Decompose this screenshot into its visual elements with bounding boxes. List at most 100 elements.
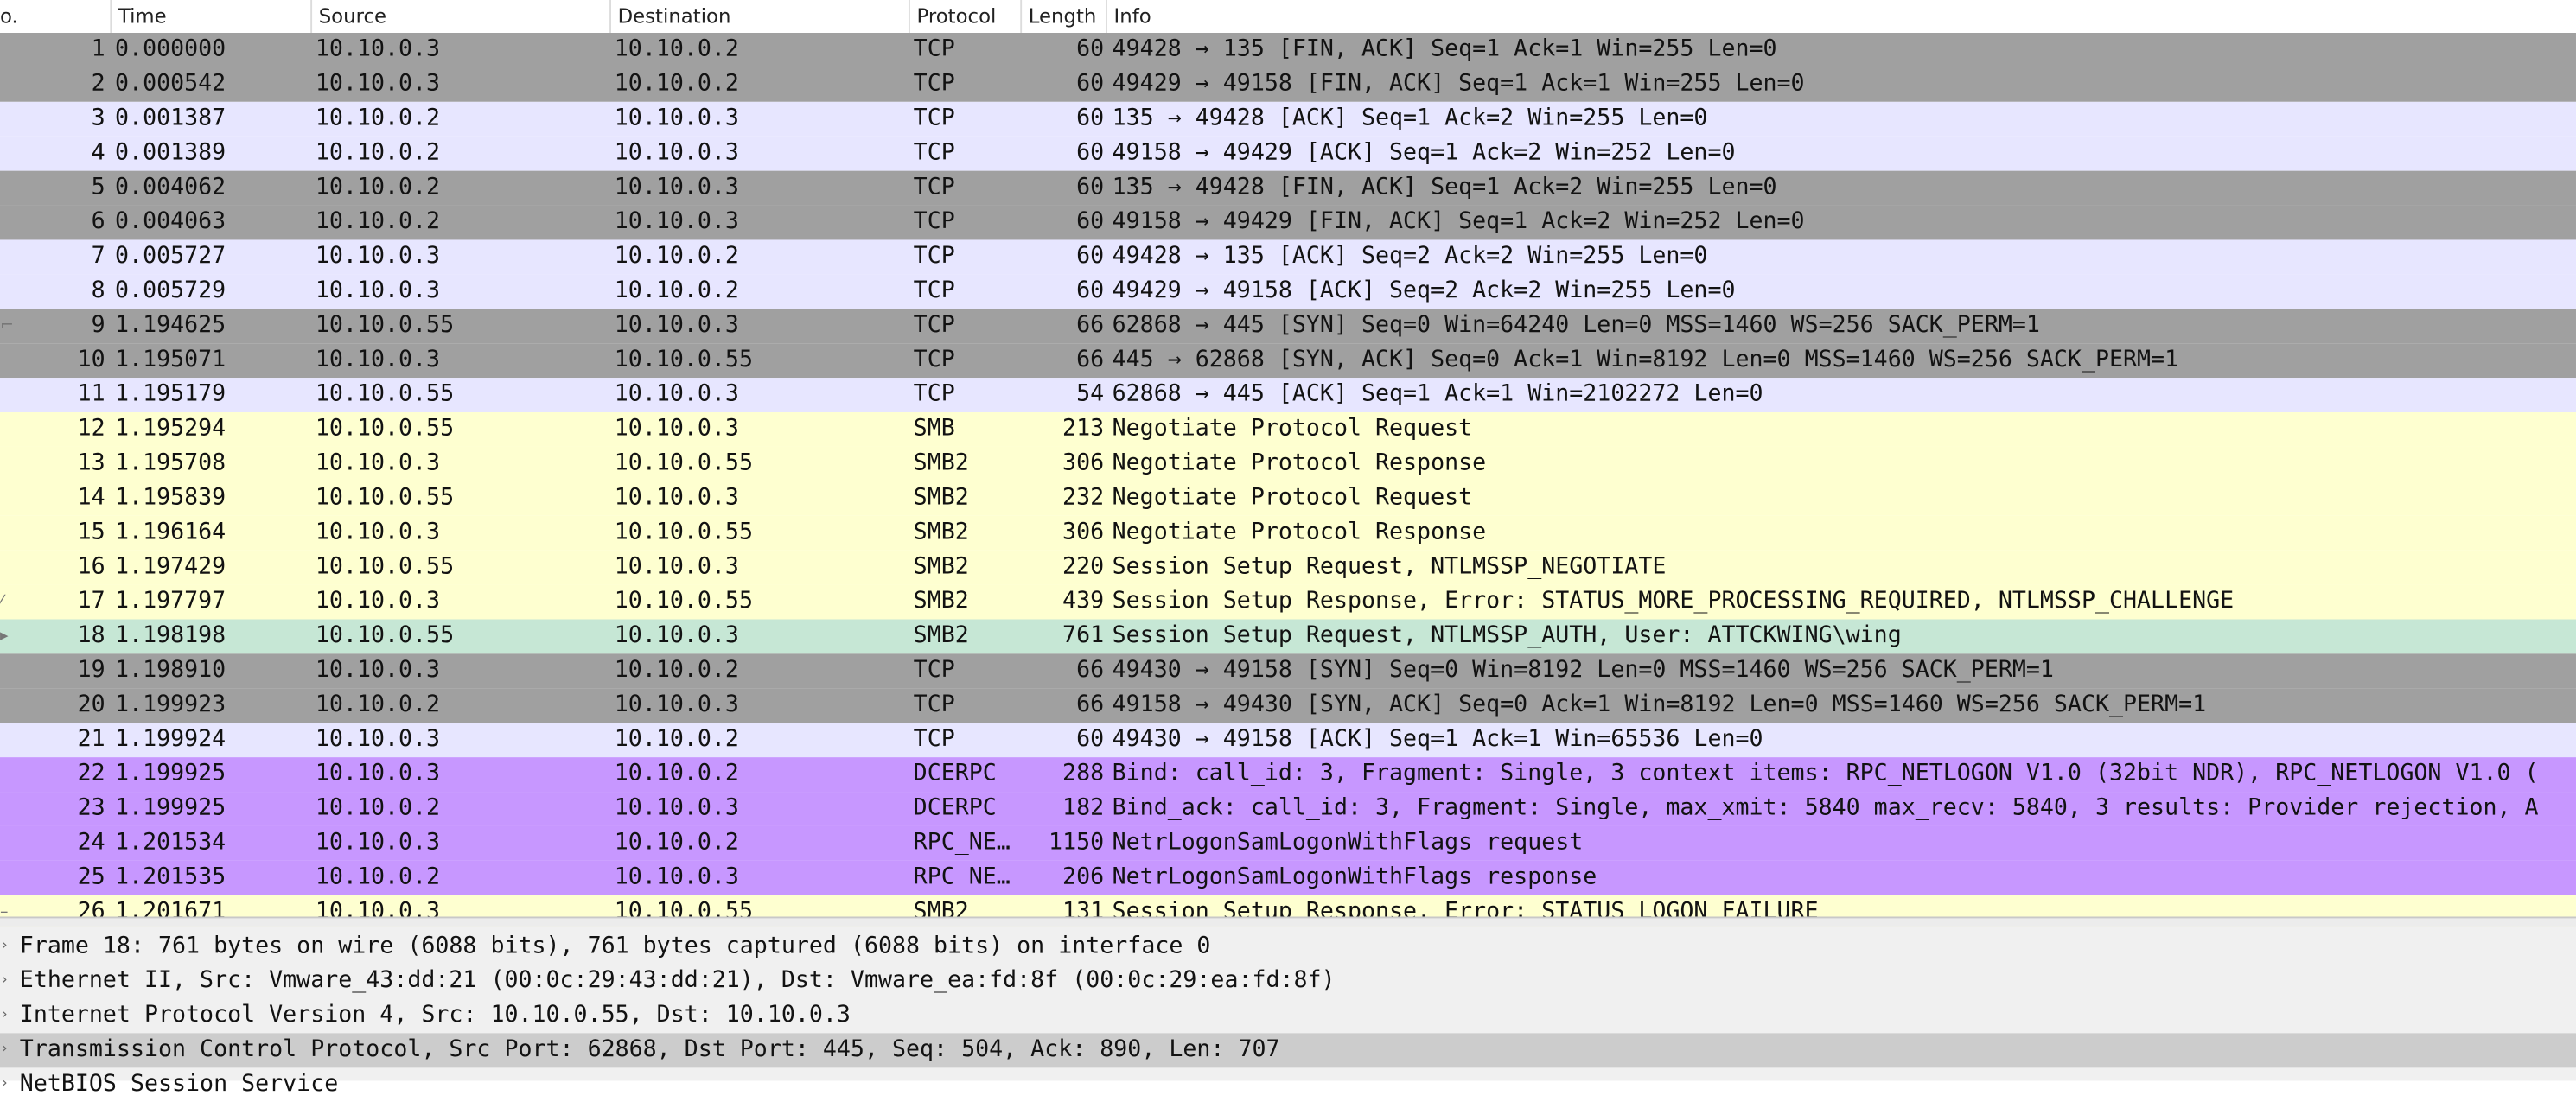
tree-expand-arrow-icon[interactable]: › [1, 1041, 8, 1058]
packet-number: 2 [91, 70, 105, 98]
tree-expand-arrow-icon[interactable]: › [1, 938, 8, 955]
column-header-info[interactable]: Info [1113, 4, 1151, 29]
packet-info: 49429 → 49158 [ACK] Seq=2 Ack=2 Win=255 … [1112, 277, 1736, 304]
packet-time: 0.005729 [115, 277, 226, 304]
tree-expand-arrow-icon[interactable]: › [1, 1007, 8, 1024]
packet-number: 19 [77, 657, 105, 684]
packet-details-pane[interactable]: ›Frame 18: 761 bytes on wire (6088 bits)… [0, 926, 2576, 1098]
packet-destination: 10.10.0.3 [614, 415, 739, 443]
packet-info: 49158 → 49429 [FIN, ACK] Seq=1 Ack=2 Win… [1112, 208, 1805, 235]
packet-length: 182 [1062, 794, 1105, 822]
detail-tree-label: Ethernet II, Src: Vmware_43:dd:21 (00:0c… [19, 967, 1336, 994]
column-header-source[interactable]: Source [312, 0, 611, 34]
packet-time: 1.196164 [115, 519, 226, 545]
packet-destination: 10.10.0.2 [614, 70, 739, 98]
packet-info: 49430 → 49158 [ACK] Seq=1 Ack=1 Win=6553… [1112, 726, 1763, 753]
detail-tree-item[interactable]: › Ethernet II, Src: Vmware_43:dd:21 (00:0… [0, 965, 2576, 999]
detail-tree-item[interactable]: ›Transmission Control Protocol, Src Port… [0, 1033, 2576, 1068]
packet-destination: 10.10.0.3 [614, 863, 739, 891]
packet-info: Session Setup Request, NTLMSSP_AUTH, Use… [1112, 622, 1902, 649]
packet-source: 10.10.0.3 [315, 829, 441, 857]
packet-protocol: TCP [913, 657, 955, 684]
packet-info: Session Setup Request, NTLMSSP_NEGOTIATE [1112, 553, 1667, 580]
packet-number: 10 [77, 347, 105, 373]
column-header-destination[interactable]: Destination [611, 0, 910, 34]
packet-number: 11 [77, 380, 105, 408]
packet-protocol: SMB2 [913, 519, 969, 545]
column-header-no[interactable]: o. [0, 0, 112, 34]
packet-number: 7 [91, 243, 105, 270]
packet-length: 439 [1062, 588, 1105, 615]
packet-protocol: DCERPC [913, 794, 997, 822]
column-header-length[interactable]: Length [1022, 0, 1107, 34]
packet-destination: 10.10.0.3 [614, 553, 739, 580]
packet-info: Bind: call_id: 3, Fragment: Single, 3 co… [1112, 760, 2539, 787]
packet-length: 66 [1076, 347, 1105, 373]
detail-tree-item[interactable]: ›Internet Protocol Version 4, Src: 10.10… [0, 999, 2576, 1034]
packet-info: 49429 → 49158 [FIN, ACK] Seq=1 Ack=1 Win… [1112, 70, 1805, 98]
packet-number: 16 [77, 553, 105, 580]
packet-protocol: TCP [913, 139, 955, 166]
packet-number: 24 [77, 829, 105, 857]
packet-source: 10.10.0.2 [315, 139, 441, 166]
packet-destination: 10.10.0.55 [614, 588, 753, 615]
detail-tree-item[interactable]: ›Frame 18: 761 bytes on wire (6088 bits)… [0, 930, 2576, 965]
column-header-protocol[interactable]: Protocol [910, 0, 1023, 34]
packet-destination: 10.10.0.3 [614, 691, 739, 718]
packet-time: 1.195708 [115, 449, 226, 477]
packet-time: 1.201535 [115, 863, 226, 891]
packet-time: 0.004062 [115, 174, 226, 201]
packet-length: 306 [1062, 519, 1105, 545]
packet-destination: 10.10.0.55 [614, 519, 753, 545]
related-packet-marker-icon: – [0, 903, 9, 922]
tree-expand-arrow-icon[interactable]: › [1, 1075, 8, 1092]
column-header-time[interactable]: Time [112, 0, 313, 34]
packet-destination: 10.10.0.3 [614, 208, 739, 235]
packet-length: 206 [1062, 863, 1105, 891]
packet-protocol: TCP [913, 312, 955, 339]
packet-info: Negotiate Protocol Response [1112, 449, 1487, 477]
pane-splitter[interactable] [0, 916, 2576, 927]
packet-time: 1.197429 [115, 553, 226, 580]
packet-number: 25 [77, 863, 105, 891]
packet-time: 1.198198 [115, 622, 226, 649]
detail-tree-item[interactable]: ›NetBIOS Session Service [0, 1067, 2576, 1102]
packet-protocol: TCP [913, 208, 955, 235]
tree-expand-arrow-icon[interactable]: › [1, 972, 8, 990]
packet-protocol: TCP [913, 70, 955, 98]
packet-time: 1.195071 [115, 347, 226, 373]
packet-source: 10.10.0.2 [315, 174, 441, 201]
packet-time: 1.195179 [115, 380, 226, 408]
packet-destination: 10.10.0.3 [614, 174, 739, 201]
packet-time: 0.005727 [115, 243, 226, 270]
packet-source: 10.10.0.55 [315, 415, 455, 443]
packet-info: 49158 → 49429 [ACK] Seq=1 Ack=2 Win=252 … [1112, 139, 1736, 166]
related-packet-marker-icon: ⁄ [0, 593, 3, 611]
